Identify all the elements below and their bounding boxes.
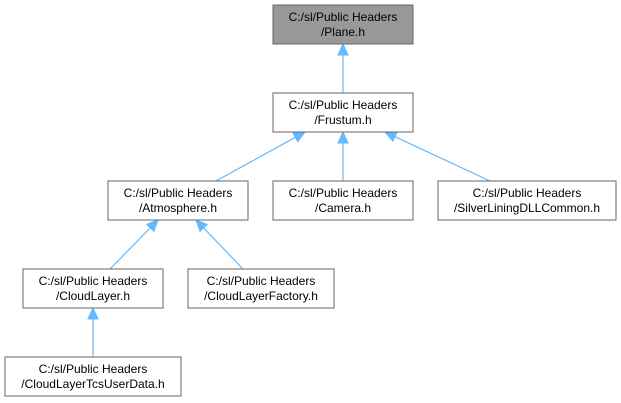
node-frustum[interactable]: C:/sl/Public Headers /Frustum.h bbox=[272, 92, 414, 133]
node-atmosphere-line2: /Atmosphere.h bbox=[139, 201, 217, 215]
node-cloudlayertcs-line1: C:/sl/Public Headers bbox=[39, 362, 148, 376]
node-cloudlayertcs[interactable]: C:/sl/Public Headers /CloudLayerTcsUserD… bbox=[4, 356, 182, 397]
edge-cloudlayer-to-atmosphere bbox=[109, 227, 151, 270]
arrowhead-frustum-to-plane bbox=[337, 42, 349, 56]
arrowhead-camera-to-frustum bbox=[337, 130, 349, 144]
node-silverlining-line1: C:/sl/Public Headers bbox=[473, 186, 582, 200]
node-plane-line2: /Plane.h bbox=[321, 25, 365, 39]
arrowhead-cloudlayertcs-to-cloudlayer bbox=[87, 306, 99, 320]
node-camera-line1: C:/sl/Public Headers bbox=[289, 186, 398, 200]
edge-cloudlayerfactory-to-atmosphere bbox=[203, 227, 244, 270]
node-atmosphere[interactable]: C:/sl/Public Headers /Atmosphere.h bbox=[107, 180, 249, 221]
edge-silverlining-to-frustum bbox=[394, 136, 491, 182]
node-plane[interactable]: C:/sl/Public Headers /Plane.h bbox=[272, 4, 414, 45]
node-cloudlayer[interactable]: C:/sl/Public Headers /CloudLayer.h bbox=[22, 268, 164, 309]
node-frustum-line1: C:/sl/Public Headers bbox=[289, 98, 398, 112]
node-camera-line2: /Camera.h bbox=[315, 201, 371, 215]
node-atmosphere-line1: C:/sl/Public Headers bbox=[124, 186, 233, 200]
node-cloudlayer-line2: /CloudLayer.h bbox=[56, 289, 130, 303]
node-camera[interactable]: C:/sl/Public Headers /Camera.h bbox=[272, 180, 414, 221]
node-frustum-line2: /Frustum.h bbox=[314, 113, 371, 127]
node-silverlining-line2: /SilverLiningDLLCommon.h bbox=[454, 201, 600, 215]
edge-atmosphere-to-frustum bbox=[215, 136, 296, 182]
node-cloudlayertcs-line2: /CloudLayerTcsUserData.h bbox=[21, 377, 164, 391]
arrowhead-cloudlayerfactory-to-atmosphere bbox=[195, 219, 209, 233]
arrowhead-cloudlayer-to-atmosphere bbox=[145, 219, 159, 233]
node-silverlining[interactable]: C:/sl/Public Headers /SilverLiningDLLCom… bbox=[437, 180, 617, 221]
node-cloudlayerfactory[interactable]: C:/sl/Public Headers /CloudLayerFactory.… bbox=[187, 268, 335, 309]
arrowhead-silverlining-to-frustum bbox=[383, 131, 398, 143]
node-cloudlayer-line1: C:/sl/Public Headers bbox=[39, 274, 148, 288]
node-plane-line1: C:/sl/Public Headers bbox=[289, 10, 398, 24]
arrowhead-atmosphere-to-frustum bbox=[292, 131, 307, 143]
node-cloudlayerfactory-line2: /CloudLayerFactory.h bbox=[204, 289, 318, 303]
node-cloudlayerfactory-line1: C:/sl/Public Headers bbox=[207, 274, 316, 288]
